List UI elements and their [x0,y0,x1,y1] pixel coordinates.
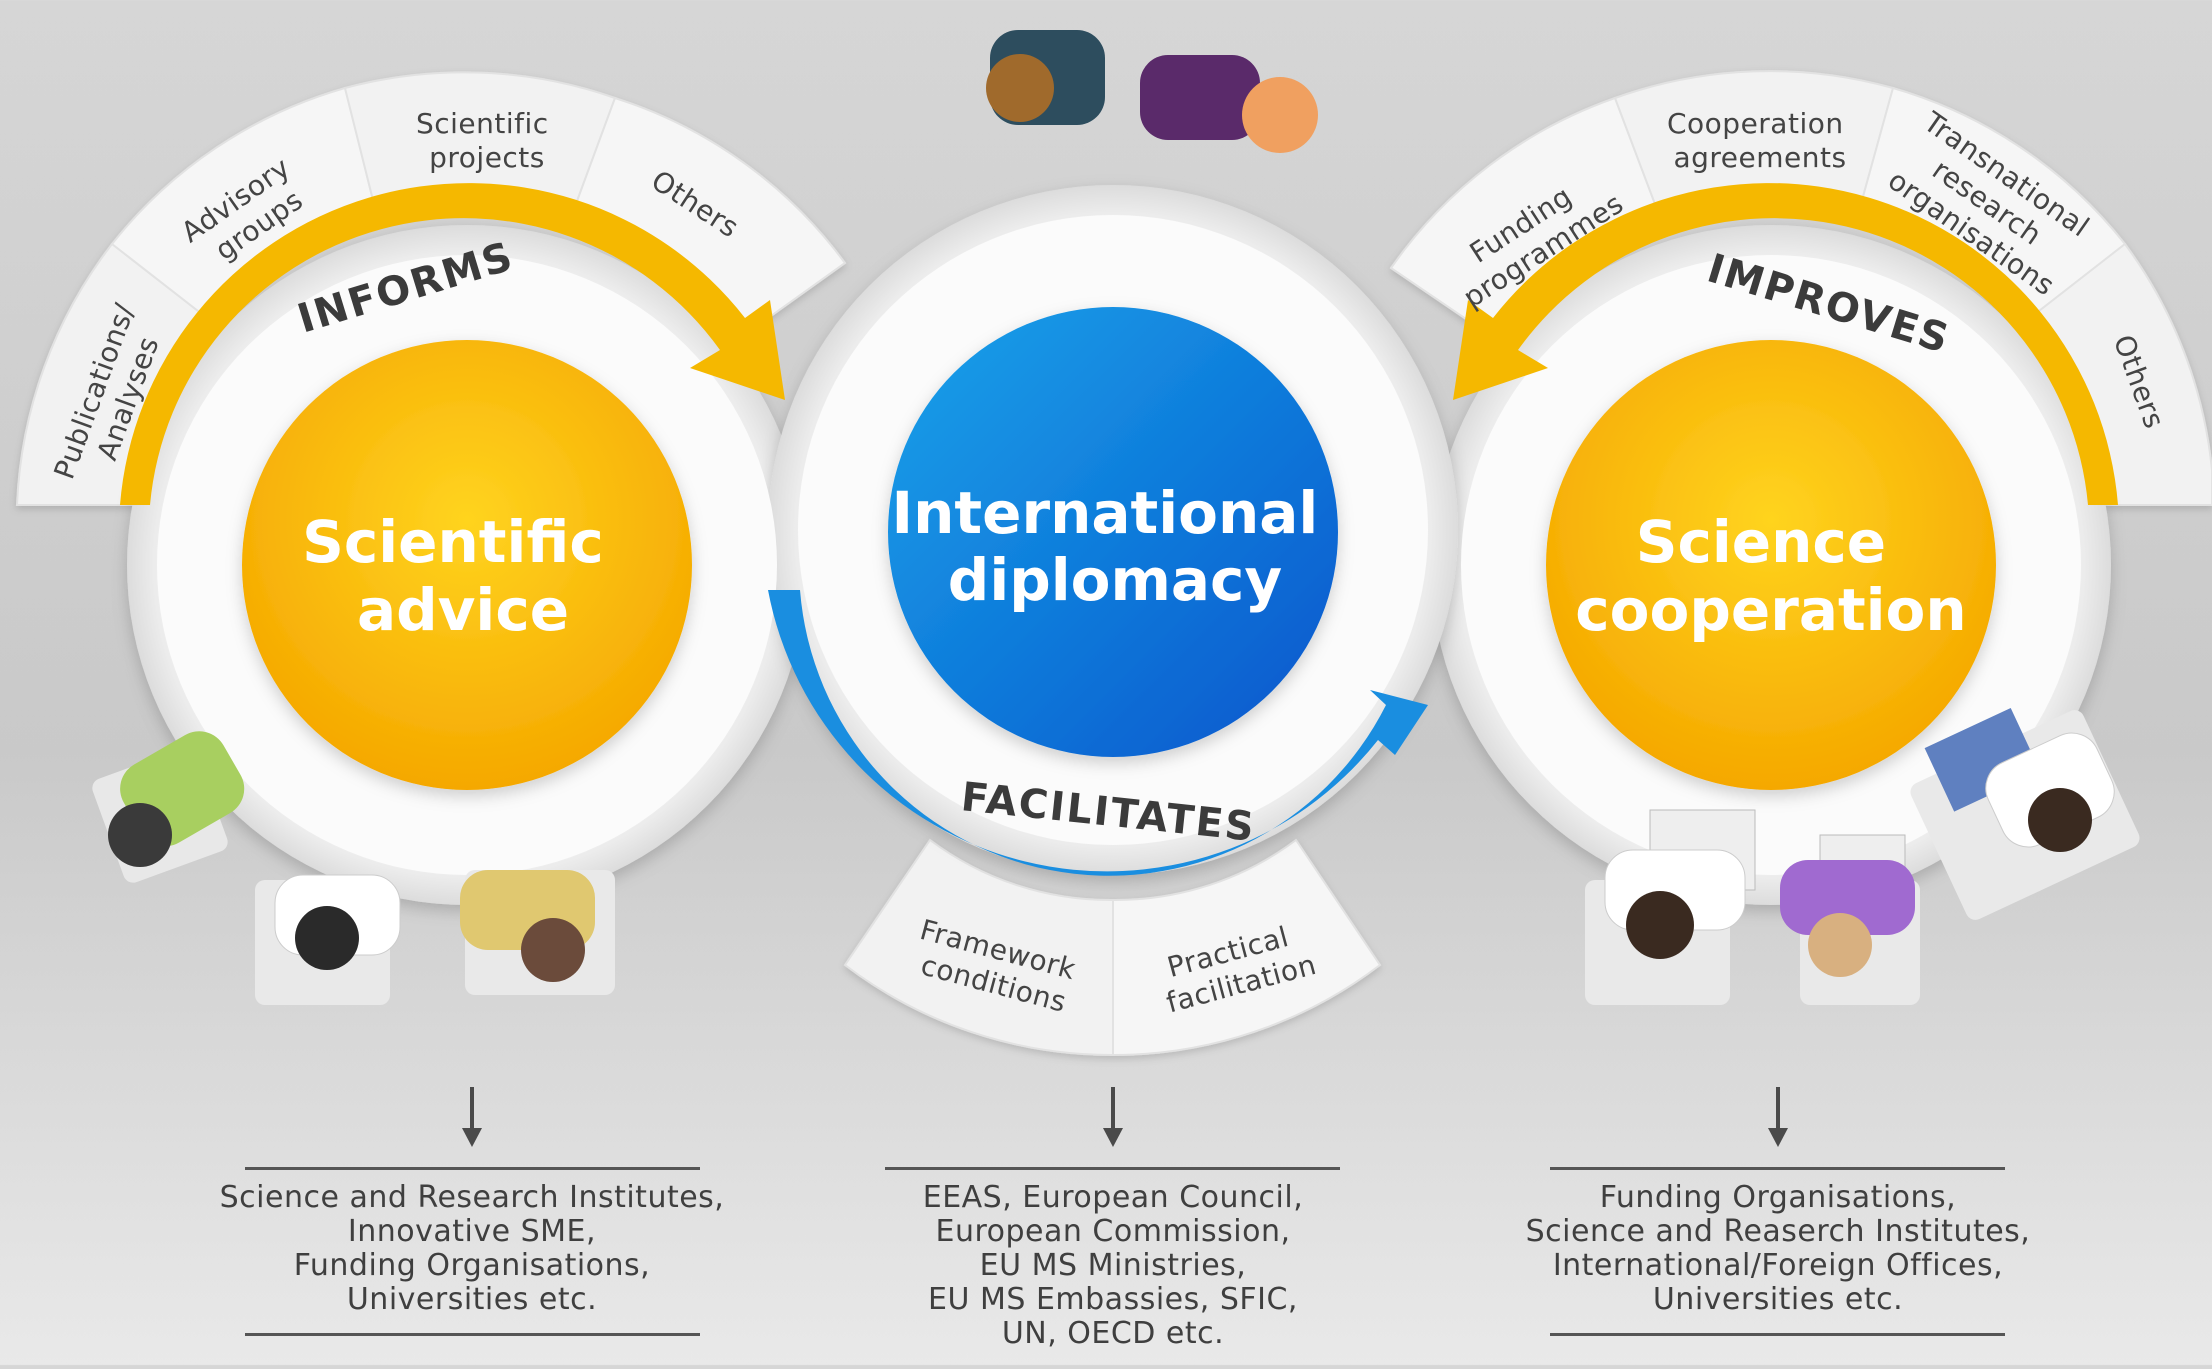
scientific-advice-circle [242,340,692,790]
org-line: EEAS, European Council, [922,1180,1304,1215]
center-top-rule [885,1167,1340,1170]
left-segment-label-projects: Scientific projects [416,107,558,174]
org-line: EU MS Embassies, SFIC, [928,1282,1298,1317]
right-down-arrow [1768,1087,1788,1147]
science-cooperation-circle [1546,340,1996,790]
org-line: Innovative SME, [347,1214,597,1249]
left-top-rule [245,1167,700,1170]
center-organisations: EEAS, European Council, European Commiss… [853,1181,1373,1351]
segment-line: projects [429,141,545,174]
right-organisations: Funding Organisations, Science and Rease… [1518,1181,2038,1317]
science-cooperation-title-line2: cooperation [1575,576,1966,644]
meeting-people-icon [92,731,615,1005]
working-people-icon [1585,707,2140,1005]
org-line: Science and Reaserch Institutes, [1525,1214,2031,1249]
org-line: International/Foreign Offices, [1552,1248,2004,1283]
segment-line: Scientific [416,107,549,140]
right-segment-label-agreements: Cooperation agreements [1667,107,1853,174]
scientific-advice-title: Scientific advice [302,508,624,644]
org-line: Funding Organisations, [293,1248,651,1283]
left-organisations: Science and Research Institutes, Innovat… [212,1181,732,1317]
science-cooperation-title-line1: Science [1636,508,1886,576]
right-bottom-rule [1550,1333,2005,1336]
center-segment-practical [1112,838,1382,1057]
org-line: Funding Organisations, [1599,1180,1957,1215]
international-diplomacy-title: International diplomacy [892,479,1339,614]
international-diplomacy-title-line1: International [892,479,1319,547]
org-line: Science and Research Institutes, [219,1180,725,1215]
center-down-arrow [1103,1087,1123,1147]
org-line: Universities etc. [346,1282,598,1317]
center-segment-fan [843,838,1382,1057]
left-down-arrow [462,1087,482,1147]
scientific-advice-title-line2: advice [357,576,569,644]
org-line: UN, OECD etc. [1001,1316,1225,1351]
right-segment-fan [1389,70,2212,506]
scientific-advice-title-line1: Scientific [302,508,604,576]
improves-arrow [1453,183,2118,505]
segment-line: Cooperation [1667,107,1844,140]
segment-line: agreements [1673,141,1846,174]
international-diplomacy-title-line2: diplomacy [948,546,1282,614]
right-top-rule [1550,1167,2005,1170]
handshake-people-icon [986,30,1318,153]
international-diplomacy-circle [888,307,1338,757]
informs-arrow [120,183,785,506]
org-line: Universities etc. [1652,1282,1904,1317]
org-line: EU MS Ministries, [979,1248,1247,1283]
left-segment-fan [15,71,847,506]
left-bottom-rule [245,1333,700,1336]
science-cooperation-title: Science cooperation [1575,508,1966,644]
org-line: European Commission, [935,1214,1291,1249]
